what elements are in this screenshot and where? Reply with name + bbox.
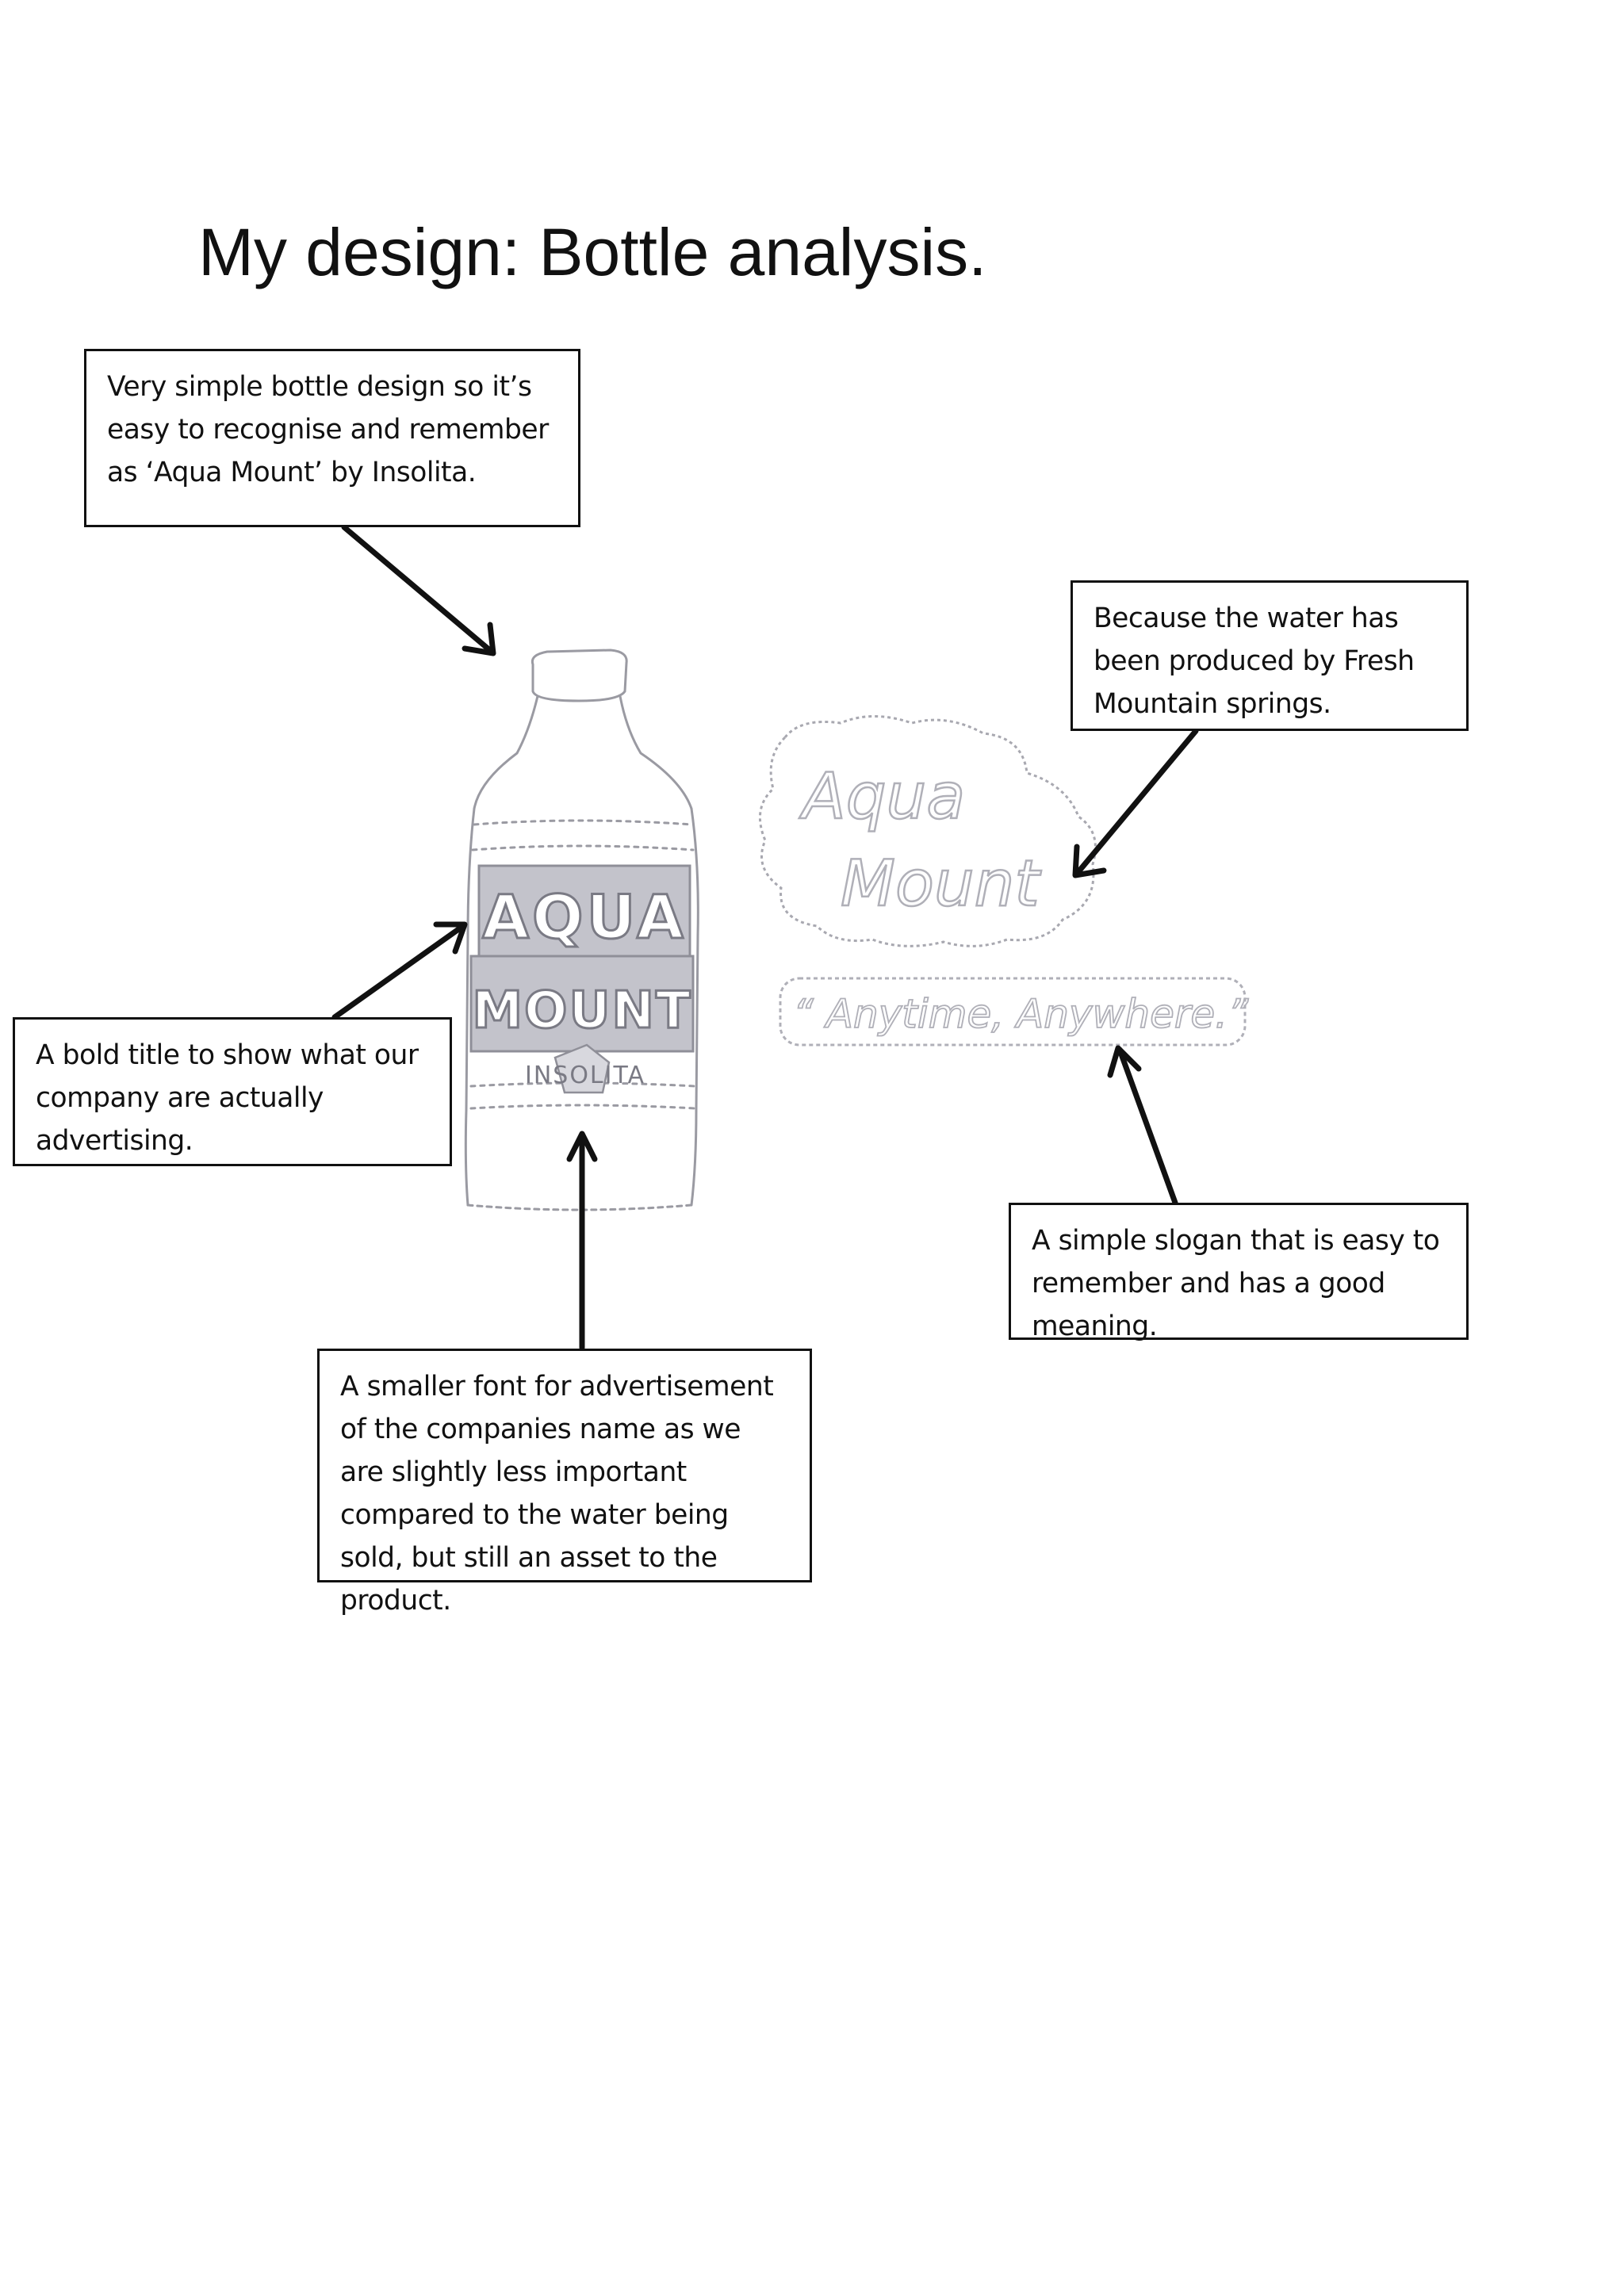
slogan-box xyxy=(779,977,1247,1047)
annotation-box-company-name: A smaller font for advertisement of the … xyxy=(317,1349,812,1617)
annotation-text: Very simple bottle design so it’s easy t… xyxy=(107,371,549,488)
annotation-text: A bold title to show what our company ar… xyxy=(36,1039,419,1157)
bottle-label-middle xyxy=(469,955,695,1053)
bottle-label-mount: MOUNT xyxy=(472,982,691,1040)
slogan-text: “ Anytime, Anywhere.” xyxy=(793,991,1249,1037)
cloud-logo-outline xyxy=(759,715,1097,947)
page-title: My design: Bottle analysis. xyxy=(198,215,987,289)
arrow-note-2 xyxy=(1072,728,1199,878)
arrow-note-5 xyxy=(566,1131,598,1351)
annotation-box-mountain-springs: Because the water has been produced by F… xyxy=(1071,580,1469,731)
bottle-label-aqua: AQUA xyxy=(482,882,687,952)
bottle-neck xyxy=(473,695,693,810)
arrow-note-4 xyxy=(1107,1045,1178,1206)
bottle-label-insolita: INSOLITA xyxy=(525,1062,645,1089)
bottle-label-top xyxy=(477,864,691,958)
arrow-note-1 xyxy=(341,524,496,656)
annotation-text: A smaller font for advertisement of the … xyxy=(340,1371,774,1617)
annotation-box-bottle-design: Very simple bottle design so it’s easy t… xyxy=(84,349,580,527)
annotation-text: A simple slogan that is easy to remember… xyxy=(1032,1225,1440,1342)
annotation-box-bold-title: A bold title to show what our company ar… xyxy=(13,1017,452,1166)
bottle-body xyxy=(464,807,699,1207)
annotation-text: Because the water has been produced by F… xyxy=(1094,603,1415,720)
insolita-emblem xyxy=(553,1043,611,1094)
bottle-cap xyxy=(530,649,628,702)
arrow-note-3 xyxy=(331,921,468,1020)
annotation-box-slogan: A simple slogan that is easy to remember… xyxy=(1009,1203,1469,1342)
bottle-base xyxy=(466,1203,693,1211)
cloud-logo-word-mount: Mount xyxy=(841,847,1041,920)
cloud-logo-word-aqua: Aqua xyxy=(799,760,965,833)
